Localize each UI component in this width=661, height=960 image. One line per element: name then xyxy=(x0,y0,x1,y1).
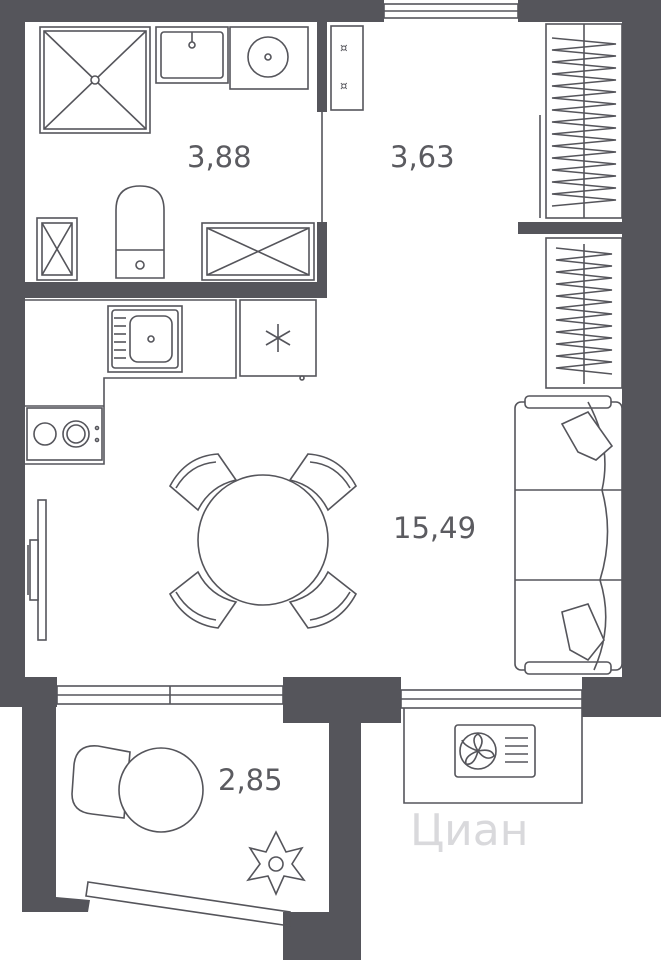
bathroom-area-label: 3,88 xyxy=(187,140,252,174)
watermark: Циан xyxy=(410,805,529,856)
svg-text:¤: ¤ xyxy=(340,41,348,55)
plant-icon xyxy=(246,830,306,896)
living-room: 15,49 xyxy=(25,299,623,675)
stove-icon xyxy=(26,407,103,461)
ac-unit-icon xyxy=(403,708,583,804)
sofa-icon xyxy=(514,395,623,675)
balcony: 2,85 xyxy=(71,745,306,896)
sink-icon xyxy=(229,26,309,90)
bathroom: 3,88 xyxy=(36,26,315,281)
sink-icon xyxy=(155,26,229,84)
balcony-area-label: 2,85 xyxy=(218,763,283,797)
chair-icon xyxy=(168,570,238,629)
fridge-snowflake-icon xyxy=(239,299,317,381)
table-icon xyxy=(197,474,329,606)
wardrobe-icon xyxy=(539,23,623,219)
washer-icon xyxy=(36,217,78,281)
hallway-area-label: 3,63 xyxy=(390,140,455,174)
living-area-label: 15,49 xyxy=(393,511,476,545)
hallway: ¤ ¤ 3,63 xyxy=(330,23,623,389)
shower-icon xyxy=(39,26,151,134)
svg-text:¤: ¤ xyxy=(340,79,348,93)
armchair-icon xyxy=(71,745,204,833)
tv-icon xyxy=(27,499,47,641)
chair-icon xyxy=(288,570,358,629)
electrical-panel-icon: ¤ ¤ xyxy=(330,25,364,111)
wardrobe-icon xyxy=(545,237,623,389)
washer-icon xyxy=(201,222,315,281)
toilet-icon xyxy=(115,185,165,279)
windows xyxy=(56,3,583,927)
sink-icon xyxy=(107,305,183,373)
